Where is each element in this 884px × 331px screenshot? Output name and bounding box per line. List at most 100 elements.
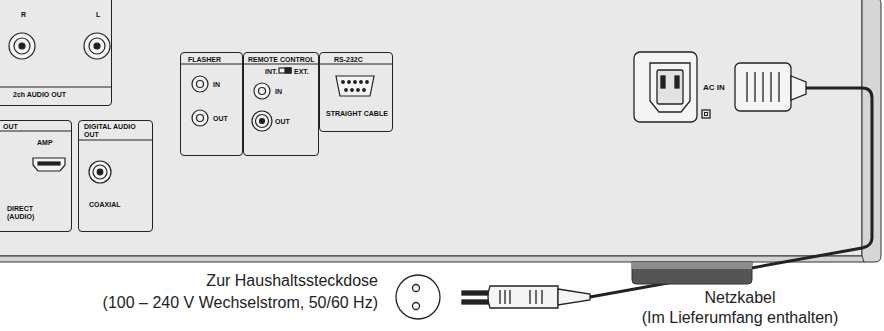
channel-label: R (21, 11, 26, 19)
plug-grip (541, 290, 542, 304)
plug-grip (762, 72, 763, 102)
rca-jack (94, 43, 100, 49)
section-heading: FLASHER (188, 56, 221, 64)
cable-note: STRAIGHT CABLE (326, 110, 388, 118)
db9-pin (351, 89, 354, 92)
db9-shell (336, 76, 374, 96)
socket-outline (396, 275, 440, 319)
double-insulation-symbol (702, 110, 710, 118)
remote-jacks (252, 68, 291, 131)
rca-jack (14, 38, 30, 54)
port-label: COAXIAL (89, 201, 121, 209)
hdmi-port (33, 158, 65, 171)
plug-grip (535, 290, 536, 304)
plug-grip (778, 72, 779, 102)
inlet-frame (634, 52, 697, 122)
db9-pin (348, 81, 351, 84)
hdmi-shell (33, 158, 65, 171)
db9-pin (366, 81, 369, 84)
plug-grip (529, 290, 530, 304)
plug-grip (754, 72, 755, 102)
port-label: DIRECT (AUDIO) (7, 205, 41, 221)
section-heading: 2ch AUDIO OUT (13, 91, 66, 99)
db9-pin (357, 89, 360, 92)
section-divider (0, 87, 112, 88)
rca-jacks (9, 33, 110, 59)
coaxial-jack (89, 161, 111, 183)
jack-label: OUT (213, 115, 228, 123)
rca-jack (260, 119, 265, 124)
connector-group-box: RL2ch AUDIO OUT (0, 0, 112, 106)
outlet-note: Zur Haushaltssteckdose (206, 271, 378, 290)
rca-jack (89, 161, 111, 183)
socket-hole (413, 303, 420, 310)
plug-strain-relief (558, 289, 590, 305)
plug-pin (462, 291, 490, 295)
outlet-note: (100 – 240 V Wechselstrom, 50/60 Hz) (103, 293, 378, 312)
port-label: AMP (37, 139, 53, 147)
inlet-pin (661, 76, 665, 88)
section-heading: OUT (3, 123, 18, 131)
rca-jack (256, 115, 269, 128)
inlet-insert (657, 70, 683, 104)
plug-strain-relief (791, 76, 806, 100)
section-heading: REMOTE CONTROL (248, 56, 315, 64)
cable-note: (Im Lieferumfang enthalten) (642, 308, 839, 327)
connector-group-box: OUT AMP DIRECT (AUDIO) (0, 120, 72, 232)
section-divider (0, 131, 72, 132)
socket-hole (413, 285, 420, 292)
device-foot (632, 262, 752, 284)
mini-jack (197, 81, 204, 88)
double-insulation-symbol (705, 113, 708, 116)
flasher-jacks (192, 76, 208, 126)
db9-pin (345, 89, 348, 92)
foot-top (632, 262, 752, 269)
plug-grip (770, 72, 771, 102)
section-divider (78, 140, 153, 141)
db9-pin (363, 89, 366, 92)
connector-group-box: DIGITAL AUDIO OUT COAXIAL (78, 120, 153, 232)
plug-body (488, 286, 558, 308)
mini-jack (192, 110, 208, 126)
mini-jack (254, 83, 270, 99)
plug-grip (509, 290, 510, 304)
jack-label: IN (275, 88, 282, 96)
slide-switch-knob (285, 68, 291, 73)
plug-body (735, 63, 791, 111)
jack-label: OUT (275, 118, 290, 126)
db9-pin (342, 81, 345, 84)
rca-jack (93, 165, 107, 179)
rca-jack (9, 33, 35, 59)
db9-connector (336, 76, 374, 96)
power-cable (590, 88, 872, 297)
mini-jack (259, 88, 266, 95)
switch-label: EXT. (294, 68, 309, 76)
section-heading: RS-232C (334, 56, 363, 64)
db9-pin (354, 81, 357, 84)
mains-plug (462, 286, 590, 308)
section-divider (180, 64, 393, 65)
section-heading: DIGITAL AUDIO OUT (84, 123, 146, 139)
rca-jack (97, 169, 103, 175)
plug-grip (499, 290, 500, 304)
cable-note: Netzkabel (704, 288, 775, 307)
inlet-socket (650, 63, 690, 112)
plug-grip (504, 290, 505, 304)
plug-grip (746, 72, 747, 102)
switch-label: INT. (265, 68, 277, 76)
rca-jack (252, 111, 272, 131)
rear-panel (0, 0, 862, 256)
jack-label: IN (213, 81, 220, 89)
mini-jack (197, 115, 204, 122)
iec-plug (735, 63, 806, 111)
rca-jack (84, 33, 110, 59)
connector-group-box: REMOTE CONTROL INT. EXT. IN OUT (243, 52, 319, 156)
wall-socket (396, 275, 440, 319)
mini-jack (192, 76, 208, 92)
connector-group-box: FLASHER IN OUT (180, 52, 243, 156)
ac-inlet (634, 52, 710, 122)
slide-switch (279, 68, 291, 73)
